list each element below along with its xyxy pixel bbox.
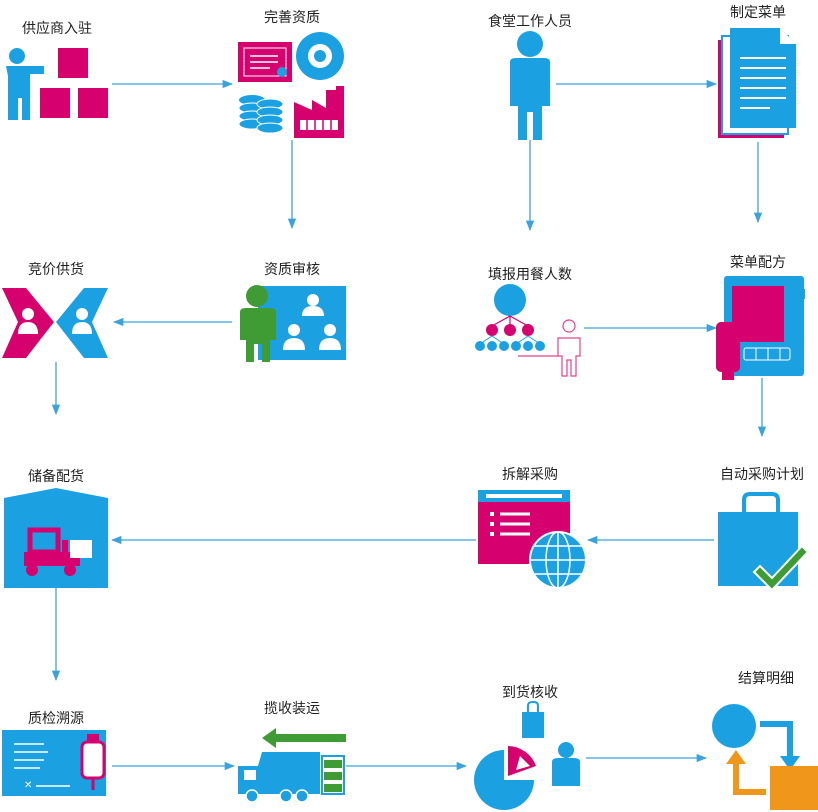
label-trace: 质检溯源: [28, 711, 84, 727]
warehouse-icon: [4, 488, 108, 588]
label-supplier-entry: 供应商入驻: [22, 21, 92, 37]
qualification-icon: [238, 32, 344, 138]
label-receipt: 到货核收: [502, 685, 558, 701]
label-qualification: 完善资质: [264, 10, 320, 26]
delivery-truck-icon: [238, 728, 346, 803]
label-diner-count: 填报用餐人数: [488, 267, 572, 283]
settlement-icon: [712, 704, 818, 810]
label-recipe: 菜单配方: [730, 255, 786, 271]
recipe-device-icon: [716, 276, 805, 380]
label-canteen-staff: 食堂工作人员: [488, 14, 572, 30]
diner-count-icon: [475, 284, 581, 377]
qualification-review-icon: [240, 285, 346, 362]
label-split-purchase: 拆解采购: [502, 467, 558, 483]
quality-trace-icon: ✕: [2, 730, 106, 796]
supplier-entry-icon: [6, 48, 108, 120]
label-storage: 储备配货: [28, 469, 84, 485]
split-purchase-icon: [478, 490, 587, 589]
canteen-staff-icon: [510, 31, 550, 140]
svg-text:✕: ✕: [24, 780, 32, 791]
bidding-icon: [2, 288, 108, 358]
label-bidding: 竞价供货: [28, 262, 84, 278]
label-auto-plan: 自动采购计划: [720, 467, 804, 483]
menu-document-icon: [718, 28, 796, 138]
connectors: [51, 79, 767, 771]
goods-receipt-icon: [474, 701, 580, 810]
label-menu-make: 制定菜单: [730, 5, 786, 21]
label-delivery: 揽收装运: [264, 701, 320, 717]
label-settlement: 结算明细: [738, 671, 794, 687]
label-qual-review: 资质审核: [264, 262, 320, 278]
auto-purchase-bag-icon: [718, 492, 810, 592]
